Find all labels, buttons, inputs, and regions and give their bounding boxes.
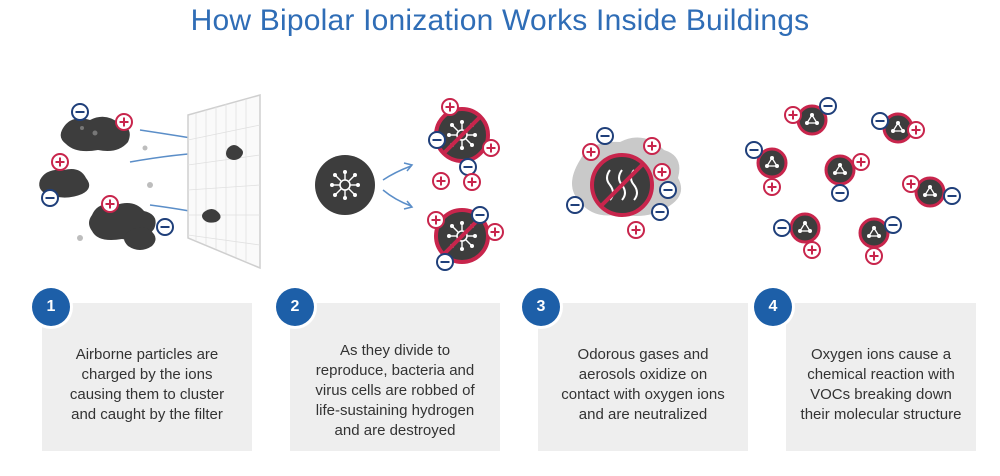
negative-ion-icon — [459, 158, 477, 176]
step-number-badge-3: 3 — [522, 288, 560, 326]
split-arrows — [382, 162, 414, 210]
positive-ion-icon — [486, 223, 504, 241]
illustrations — [39, 94, 961, 271]
negative-ion-icon — [71, 103, 89, 121]
step-text-4: Oxygen ions cause a chemical reaction wi… — [800, 346, 962, 423]
positive-ion-icon — [427, 211, 445, 229]
odor-icon — [590, 153, 654, 217]
negative-ion-icon — [428, 131, 446, 149]
positive-ion-icon — [101, 195, 119, 213]
positive-ion-icon — [627, 221, 645, 239]
step-number-badge-2: 2 — [276, 288, 314, 326]
positive-ion-icon — [432, 172, 450, 190]
positive-ion-icon — [643, 137, 661, 155]
negative-ion-icon — [436, 253, 454, 271]
negative-ion-icon — [41, 189, 59, 207]
virus-icon — [315, 155, 375, 215]
negative-ion-icon — [156, 218, 174, 236]
step-card-1: Airborne particles are charged by the io… — [42, 303, 252, 451]
page-title: How Bipolar Ionization Works Inside Buil… — [190, 4, 810, 37]
positive-ion-icon — [582, 143, 600, 161]
filter-icon — [187, 94, 261, 270]
negative-ion-icon — [566, 196, 584, 214]
step-card-4: Oxygen ions cause a chemical reaction wi… — [786, 303, 976, 451]
positive-ion-icon — [51, 153, 69, 171]
step-text-3: Odorous gases and aerosols oxidize on co… — [561, 346, 725, 423]
negative-ion-icon — [659, 181, 677, 199]
step-text-1: Airborne particles are charged by the io… — [69, 346, 225, 423]
positive-ion-icon — [441, 98, 459, 116]
step-card-2: As they divide to reproduce, bacteria an… — [290, 303, 500, 451]
negative-ion-icon — [471, 206, 489, 224]
voc-molecule-icon — [745, 97, 961, 265]
step-number-badge-4: 4 — [754, 288, 792, 326]
particle-cluster-3 — [89, 203, 156, 250]
positive-ion-icon — [482, 139, 500, 157]
positive-ion-icon — [653, 163, 671, 181]
positive-ion-icon — [463, 173, 481, 191]
step-card-3: Odorous gases and aerosols oxidize on co… — [538, 303, 748, 451]
positive-ion-icon — [115, 113, 133, 131]
negative-ion-icon — [596, 127, 614, 145]
negative-ion-icon — [651, 203, 669, 221]
step-number-badge-1: 1 — [32, 288, 70, 326]
particle-cluster-1 — [60, 116, 130, 152]
step-text-2: As they divide to reproduce, bacteria an… — [315, 342, 475, 439]
